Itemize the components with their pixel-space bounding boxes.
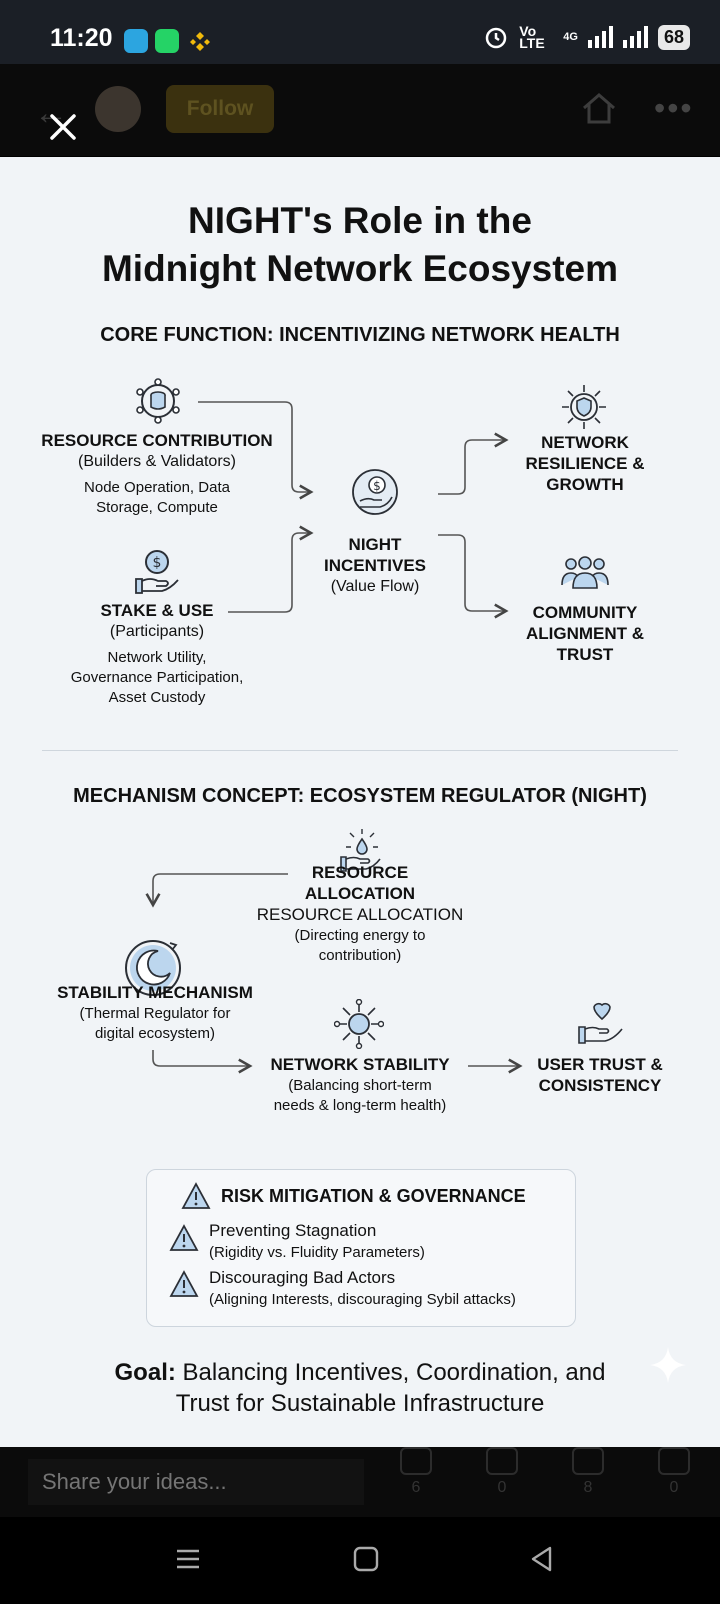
svg-text:$: $ [373, 479, 381, 493]
comment-icon [400, 1447, 432, 1475]
coin-hand-icon: $ [135, 550, 179, 594]
mechanism-heading: MECHANISM CONCEPT: ECOSYSTEM REGULATOR (… [73, 785, 647, 807]
warning-icon [181, 1182, 211, 1209]
battery-indicator: 68 [657, 24, 690, 50]
community-alignment-node: COMMUNITY ALIGNMENT & TRUST [525, 603, 645, 664]
flow-connectors [145, 401, 523, 1074]
sun-network-icon [334, 999, 384, 1049]
risk-mitigation-box: RISK MITIGATION & GOVERNANCE Preventing … [146, 1169, 576, 1327]
warning-icon [169, 1224, 199, 1251]
resource-allocation-node: RESOURCE ALLOCATION RESOURCE ALLOCATION … [256, 863, 464, 964]
follow-button[interactable]: Follow [166, 85, 274, 133]
night-incentives-node: NIGHT INCENTIVES (Value Flow) [323, 535, 427, 595]
home-nav-icon[interactable] [352, 1545, 380, 1573]
status-time: 11:20 [50, 24, 113, 52]
risk-item: Discouraging Bad Actors (Aligning Intere… [209, 1268, 516, 1308]
alarm-icon [486, 27, 507, 49]
network-stability-node: NETWORK STABILITY (Balancing short-term … [270, 1055, 450, 1114]
system-nav-bar [0, 1517, 720, 1604]
user-trust-node: USER TRUST & CONSISTENCY [537, 1055, 663, 1095]
core-function-heading: CORE FUNCTION: INCENTIVIZING NETWORK HEA… [100, 324, 620, 346]
stake-use-node: STAKE & USE (Participants) Network Utili… [70, 601, 244, 706]
home-icon[interactable] [580, 90, 618, 126]
network-resilience-node: NETWORK RESILIENCE & GROWTH [525, 433, 645, 494]
goal-statement: Goal: Balancing Incentives, Coordination… [114, 1359, 606, 1417]
more-options-icon[interactable]: ••• [654, 90, 694, 126]
avatar[interactable] [95, 86, 141, 132]
infographic-title: NIGHT's Role in the Midnight Network Eco… [101, 200, 619, 289]
comment-button[interactable]: 6 [386, 1447, 446, 1497]
whatsapp-icon [155, 29, 179, 53]
shield-network-icon [562, 385, 606, 429]
sparkle-icon [650, 1347, 686, 1383]
risk-title: RISK MITIGATION & GOVERNANCE [221, 1186, 526, 1206]
recent-apps-icon[interactable] [174, 1545, 202, 1573]
warning-icon [169, 1270, 199, 1297]
post-header: ← Follow ••• [0, 64, 720, 156]
signal-bars-icon [587, 26, 613, 48]
community-people-icon [561, 556, 609, 589]
share-arrow-icon [658, 1447, 690, 1475]
heart-hand-icon [578, 1002, 623, 1044]
close-icon[interactable] [46, 110, 80, 144]
svg-text:$: $ [153, 555, 162, 571]
database-network-icon [136, 378, 180, 424]
thumbs-up-icon [572, 1447, 604, 1475]
incentive-coin-hand-icon: $ [352, 469, 398, 515]
stability-mechanism-node: STABILITY MECHANISM (Thermal Regulator f… [57, 983, 253, 1042]
comment-bar: 6 0 8 0 [0, 1447, 720, 1517]
repost-button[interactable]: 0 [472, 1447, 532, 1497]
infographic-image[interactable]: NIGHT's Role in the Midnight Network Eco… [0, 157, 720, 1447]
section-divider [42, 750, 678, 751]
status-bar: 11:20 Vo LTE 4G 68 [0, 0, 720, 64]
back-nav-icon[interactable] [528, 1545, 556, 1573]
status-indicators: Vo LTE 4G 68 [483, 22, 690, 52]
network-label: Vo LTE [519, 23, 545, 51]
risk-item: Preventing Stagnation (Rigidity vs. Flui… [209, 1221, 425, 1261]
repost-icon [486, 1447, 518, 1475]
like-button[interactable]: 8 [558, 1447, 618, 1497]
droplet-hand-icon [340, 829, 381, 872]
signal-bars-icon-2 [622, 26, 648, 48]
signal-4g-label: 4G [563, 31, 578, 43]
binance-icon [188, 29, 212, 53]
moon-cycle-icon [125, 940, 181, 996]
share-button[interactable]: 0 [644, 1447, 704, 1497]
resource-contribution-node: RESOURCE CONTRIBUTION (Builders & Valida… [41, 431, 273, 516]
share-ideas-input[interactable] [28, 1459, 364, 1505]
telegram-icon [124, 29, 148, 53]
